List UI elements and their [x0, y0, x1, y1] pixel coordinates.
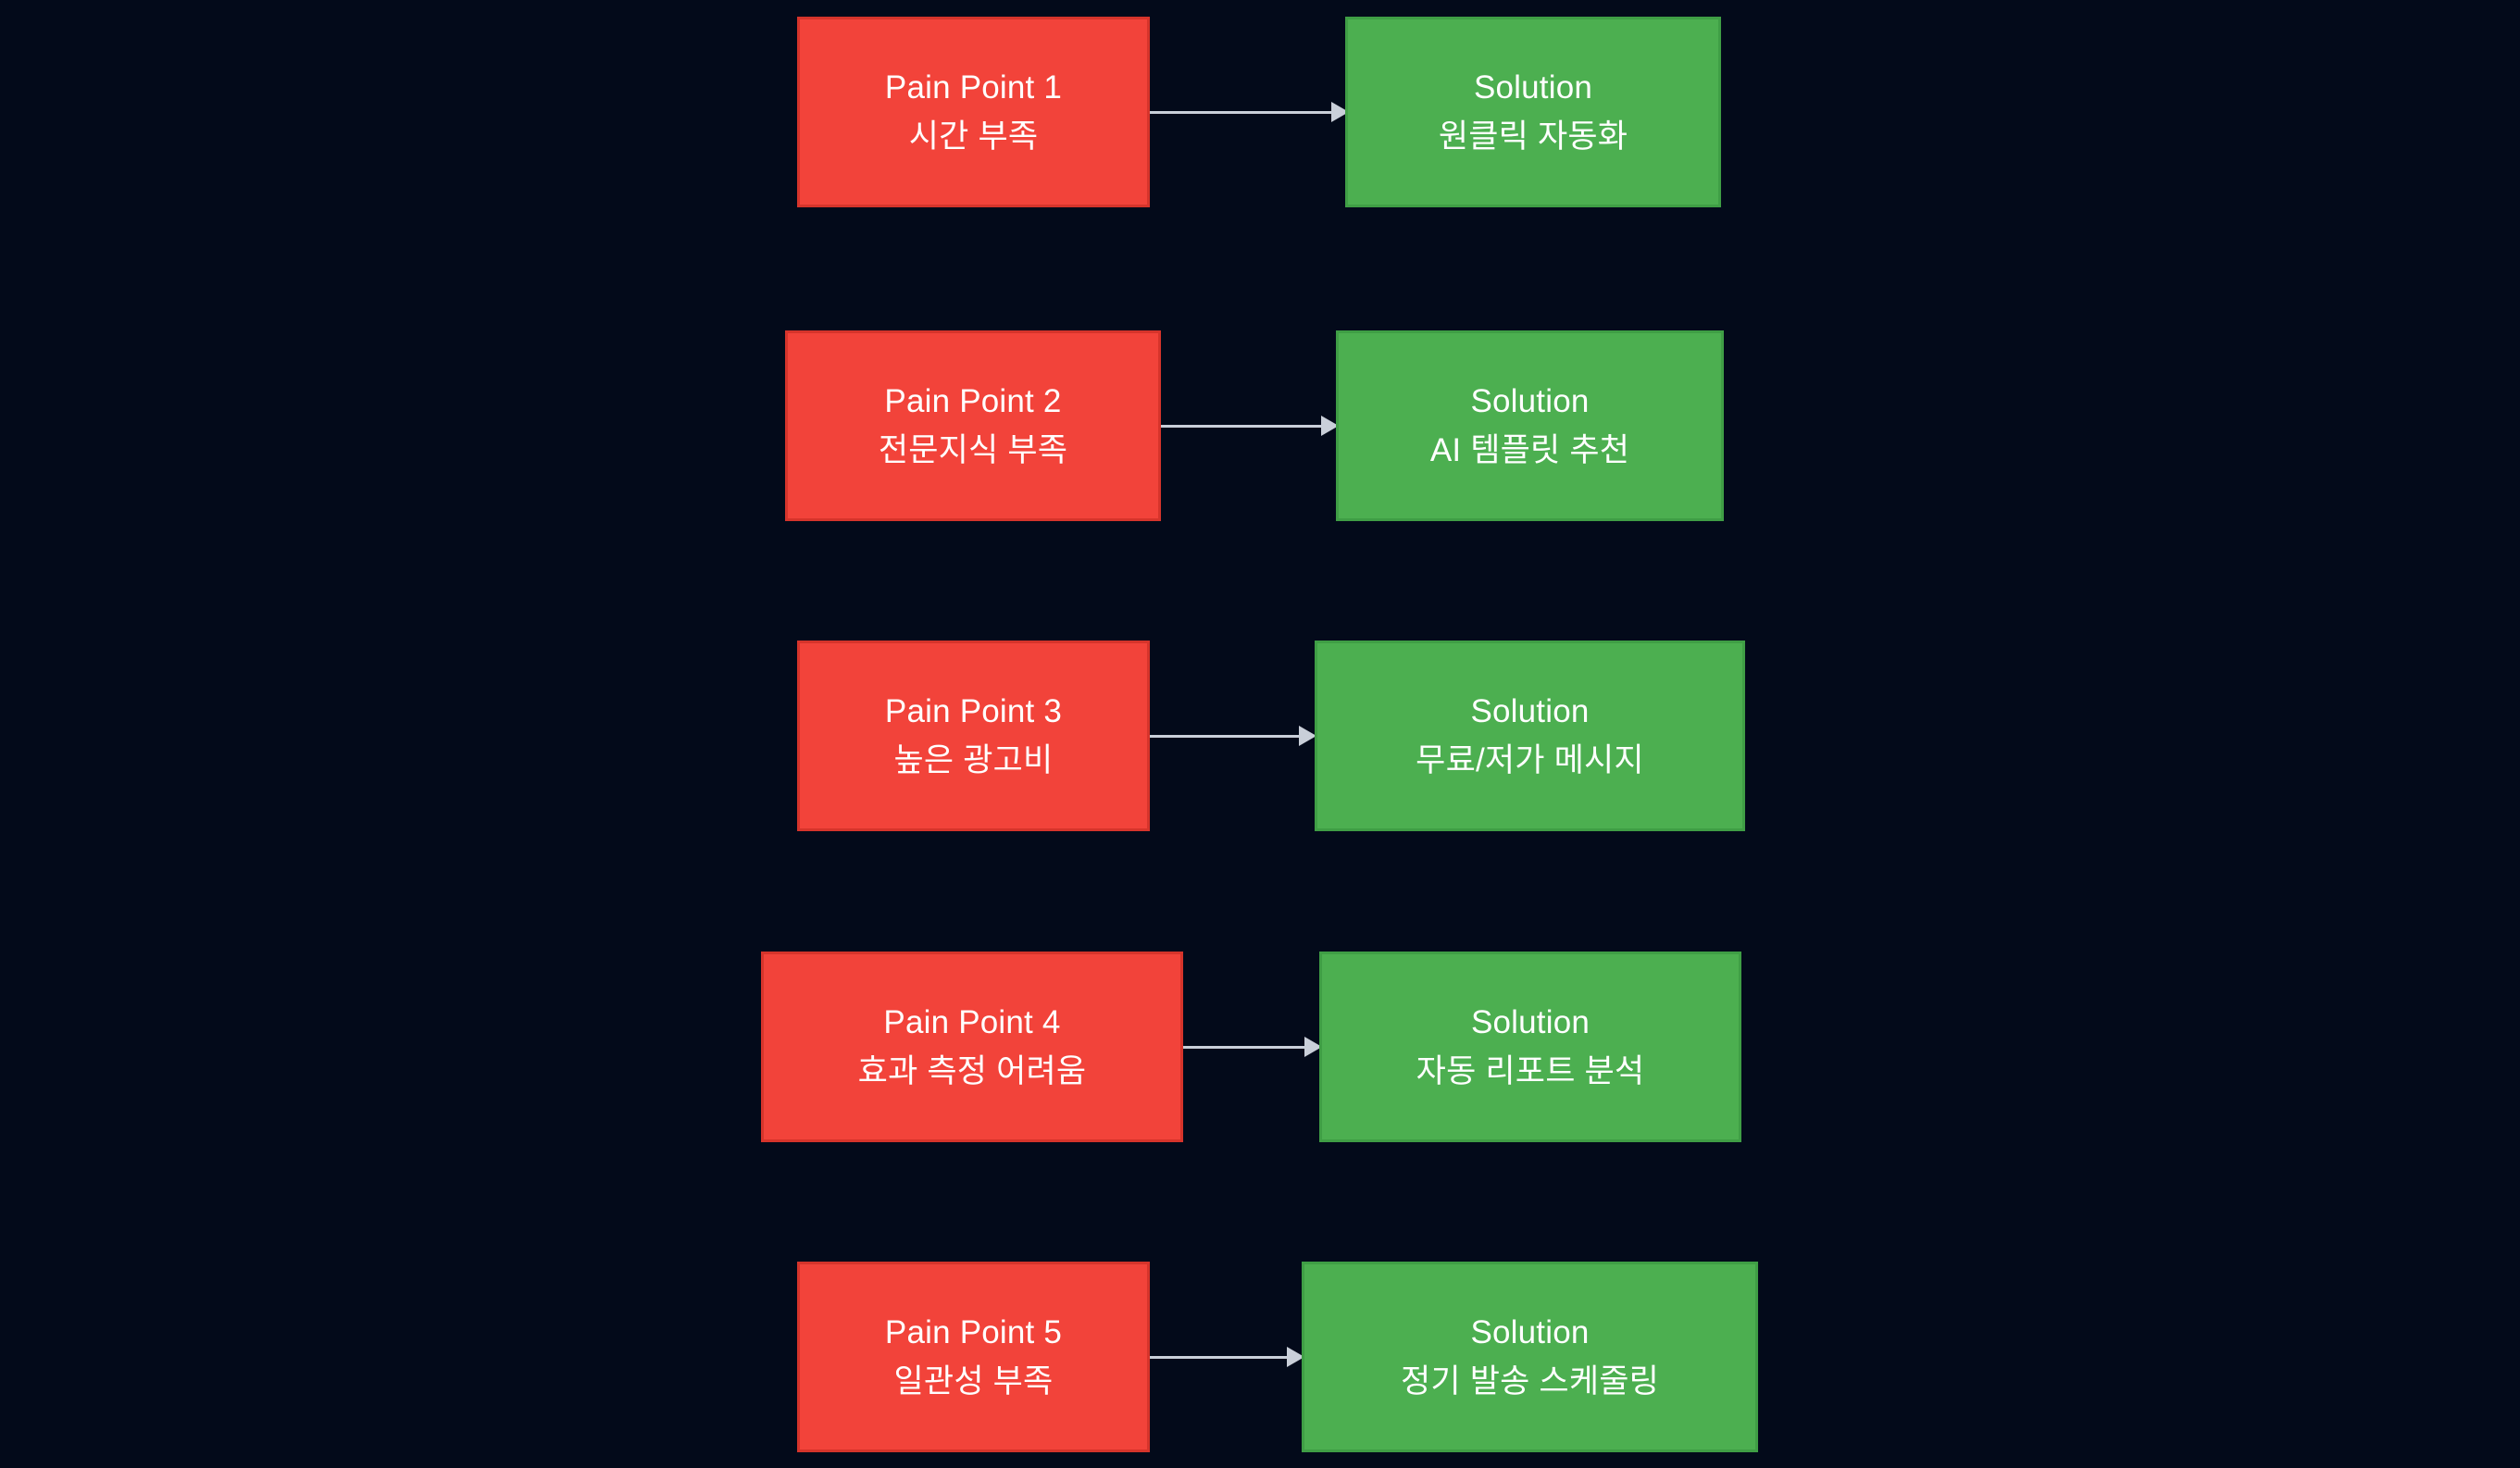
pain-point-description: 일관성 부족	[893, 1363, 1054, 1400]
solution-node-1[interactable]: Solution 원클릭 자동화	[1345, 17, 1721, 207]
solution-node-2[interactable]: Solution AI 템플릿 추천	[1336, 330, 1724, 521]
pain-point-description: 시간 부족	[908, 118, 1039, 155]
arrow-right-icon	[1150, 726, 1316, 746]
solution-title: Solution	[1470, 1313, 1590, 1350]
solution-description: 정기 발송 스케줄링	[1400, 1363, 1660, 1400]
pain-point-title: Pain Point 2	[884, 382, 1062, 419]
solution-node-4[interactable]: Solution 자동 리포트 분석	[1319, 952, 1741, 1142]
solution-description: 자동 리포트 분석	[1416, 1053, 1645, 1089]
pain-point-title: Pain Point 1	[884, 68, 1063, 106]
flow-row: Pain Point 3 높은 광고비 Solution 무료/저가 메시지	[0, 641, 2520, 831]
flow-row: Pain Point 1 시간 부족 Solution 원클릭 자동화	[0, 17, 2520, 207]
pain-point-description: 효과 측정 어려움	[857, 1053, 1087, 1089]
pain-point-node-5[interactable]: Pain Point 5 일관성 부족	[797, 1262, 1150, 1452]
pain-point-node-3[interactable]: Pain Point 3 높은 광고비	[797, 641, 1150, 831]
arrow-shaft	[1150, 110, 1332, 114]
pain-point-node-1[interactable]: Pain Point 1 시간 부족	[797, 17, 1150, 207]
pain-point-description: 전문지식 부족	[878, 432, 1068, 468]
solution-title: Solution	[1473, 68, 1593, 106]
arrow-right-icon	[1161, 416, 1339, 436]
arrow-right-icon	[1150, 1347, 1304, 1367]
solution-title: Solution	[1470, 692, 1590, 729]
solution-node-3[interactable]: Solution 무료/저가 메시지	[1315, 641, 1745, 831]
pain-point-title: Pain Point 3	[884, 692, 1063, 729]
flow-row: Pain Point 5 일관성 부족 Solution 정기 발송 스케줄링	[0, 1262, 2520, 1452]
arrow-shaft	[1150, 1355, 1288, 1359]
solution-description: 원클릭 자동화	[1438, 118, 1628, 155]
flow-row: Pain Point 2 전문지식 부족 Solution AI 템플릿 추천	[0, 330, 2520, 521]
pain-point-title: Pain Point 5	[884, 1313, 1063, 1350]
pain-point-title: Pain Point 4	[883, 1003, 1061, 1040]
solution-description: 무료/저가 메시지	[1416, 742, 1644, 778]
arrow-right-icon	[1183, 1037, 1322, 1057]
arrow-shaft	[1161, 424, 1322, 428]
solution-node-5[interactable]: Solution 정기 발송 스케줄링	[1302, 1262, 1758, 1452]
flow-row: Pain Point 4 효과 측정 어려움 Solution 자동 리포트 분…	[0, 952, 2520, 1142]
arrow-shaft	[1150, 734, 1300, 738]
solution-title: Solution	[1470, 1003, 1591, 1040]
pain-point-node-2[interactable]: Pain Point 2 전문지식 부족	[785, 330, 1161, 521]
pain-point-description: 높은 광고비	[893, 742, 1054, 778]
arrow-right-icon	[1150, 102, 1349, 122]
solution-title: Solution	[1470, 382, 1590, 419]
solution-description: AI 템플릿 추천	[1429, 432, 1630, 468]
arrow-shaft	[1183, 1045, 1305, 1049]
pain-point-node-4[interactable]: Pain Point 4 효과 측정 어려움	[761, 952, 1183, 1142]
